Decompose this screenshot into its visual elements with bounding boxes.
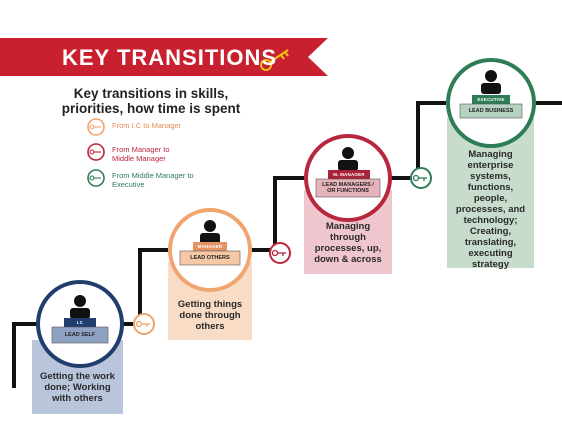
legend-label: From I.C to Manager — [112, 121, 182, 130]
stage-label-mmanager: LEAD MANAGERS / OR FUNCTIONS — [322, 182, 374, 194]
legend-label: From Manager to Middle Manager — [112, 145, 170, 163]
role-tag-executive: EXECUTIVE — [477, 97, 505, 102]
stage-description-executive: Managing enterprise systems, functions, … — [455, 149, 526, 270]
key-icon — [135, 174, 427, 328]
legend-item: From Manager to Middle Manager — [106, 144, 192, 163]
stage-description-ic: Getting the work done; Working with othe… — [40, 371, 115, 404]
person-icon — [70, 70, 501, 319]
stage-description-mmanager: Managing through processes, up, down & a… — [314, 221, 382, 265]
page-title: KEY TRANSITIONS — [62, 45, 278, 70]
role-tag-manager: MANAGER — [197, 244, 223, 249]
stage-description-manager: Getting things done through others — [177, 299, 243, 332]
subtitle: Key transitions in skills, priorities, h… — [61, 86, 241, 116]
legend-item: From I.C to Manager — [106, 120, 222, 131]
role-tag-mmanager: M. MANAGER — [333, 172, 365, 177]
title-banner — [0, 38, 328, 76]
legend-label: From Middle Manager to Executive — [112, 171, 194, 189]
key-icon — [260, 49, 289, 71]
legend-item: From Middle Manager to Executive — [106, 170, 212, 189]
stage-label-executive: LEAD BUSINESS — [468, 108, 514, 114]
stage-label-ic: LEAD SELF — [64, 332, 96, 338]
stair-line — [12, 101, 562, 388]
role-tag-ic: I.C — [76, 320, 84, 325]
stage-label-manager: LEAD OTHERS — [190, 255, 230, 261]
